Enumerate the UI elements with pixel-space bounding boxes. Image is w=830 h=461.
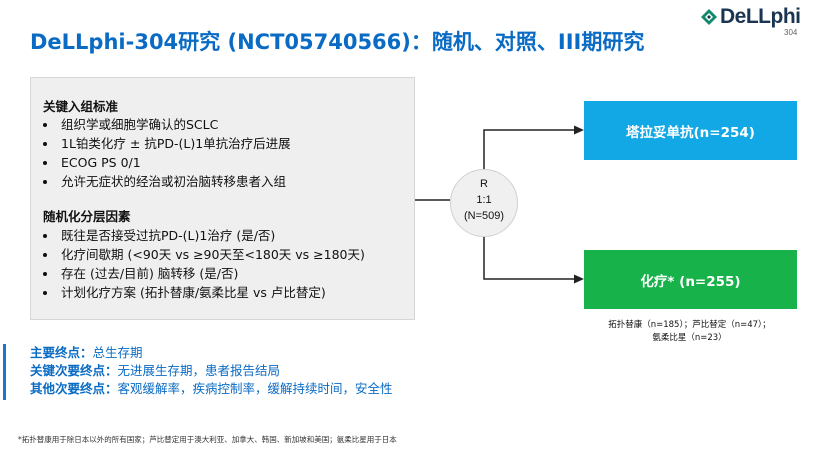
bullet-icon xyxy=(43,142,47,146)
randomization-label: R xyxy=(480,178,488,190)
endpoint-label: 其他次要终点： xyxy=(30,381,118,396)
bullet-icon xyxy=(43,180,47,184)
stratification-heading: 随机化分层因素 xyxy=(43,209,131,224)
logo-subtext: 304 xyxy=(784,28,798,37)
bullet-icon xyxy=(43,123,47,127)
other-secondary-endpoint: 其他次要终点：客观缓解率，疾病控制率，缓解持续时间，安全性 xyxy=(30,380,393,398)
endpoint-text: 无进展生存期，患者报告结局 xyxy=(117,363,281,378)
tarla-arrowhead-icon xyxy=(574,125,584,135)
endpoint-label: 关键次要终点： xyxy=(30,363,118,378)
dellphi-logo: DeLLphi 304 xyxy=(700,5,824,42)
r-to-tarla-line xyxy=(483,129,575,169)
list-item: 1L铂类化疗 ± 抗PD-(L)1单抗治疗后进展 xyxy=(31,134,416,153)
randomization-node xyxy=(450,169,518,237)
logo-text: DeLLphi xyxy=(720,5,801,28)
list-item: 允许无症状的经治或初治脑转移患者入组 xyxy=(31,172,416,191)
endpoint-label: 主要终点： xyxy=(30,345,93,360)
randomization-ratio: 1:1 xyxy=(476,194,492,206)
tarlatamab-arm: 塔拉妥单抗(n=254) xyxy=(584,101,797,160)
logo-mark-icon xyxy=(701,9,717,25)
bullet-icon xyxy=(43,272,47,276)
stratification-list: 既往是否接受过抗PD-(L)1治疗 (是/否) 化疗间歇期 (<90天 vs ≥… xyxy=(31,226,416,302)
inclusion-list: 组织学或细胞学确认的SCLC 1L铂类化疗 ± 抗PD-(L)1单抗治疗后进展 … xyxy=(31,115,416,191)
endpoint-text: 客观缓解率，疾病控制率，缓解持续时间，安全性 xyxy=(117,381,393,396)
key-secondary-endpoint: 关键次要终点：无进展生存期，患者报告结局 xyxy=(30,362,280,380)
page-title: DeLLphi-304研究 (NCT05740566)：随机、对照、III期研究 xyxy=(30,30,645,54)
bullet-icon xyxy=(43,161,47,165)
list-item: 计划化疗方案 (拓扑替康/氨柔比星 vs 卢比替定) xyxy=(31,283,416,302)
chemo-regimen-note-2: 氨柔比星（n=23） xyxy=(652,333,727,343)
chemo-arrowhead-icon xyxy=(574,274,584,284)
randomization-n: (N=509) xyxy=(463,210,505,222)
bullet-icon xyxy=(43,253,47,257)
chemo-arm: 化疗* (n=255) xyxy=(584,250,797,309)
bullet-icon xyxy=(43,234,47,238)
bullet-icon xyxy=(43,291,47,295)
list-item: 组织学或细胞学确认的SCLC xyxy=(31,115,416,134)
endpoint-accent-bar xyxy=(3,344,6,400)
endpoint-text: 总生存期 xyxy=(92,345,143,360)
chemo-regimen-note-1: 拓扑替康（n=185）；芦比替定（n=47）； xyxy=(608,320,771,330)
list-item: 化疗间歇期 (<90天 vs ≥90天至<180天 vs ≥180天) xyxy=(31,245,416,264)
criteria-panel: 关键入组标准 组织学或细胞学确认的SCLC 1L铂类化疗 ± 抗PD-(L)1单… xyxy=(30,77,415,320)
list-item: 既往是否接受过抗PD-(L)1治疗 (是/否) xyxy=(31,226,416,245)
list-item: ECOG PS 0/1 xyxy=(31,153,416,172)
footnote: *拓扑替康用于除日本以外的所有国家；芦比替定用于澳大利亚、加拿大、韩国、新加坡和… xyxy=(18,435,397,444)
inclusion-heading: 关键入组标准 xyxy=(43,99,119,114)
r-to-chemo-line xyxy=(483,237,575,280)
primary-endpoint: 主要终点：总生存期 xyxy=(30,344,143,362)
list-item: 存在 (过去/目前) 脑转移 (是/否) xyxy=(31,264,416,283)
